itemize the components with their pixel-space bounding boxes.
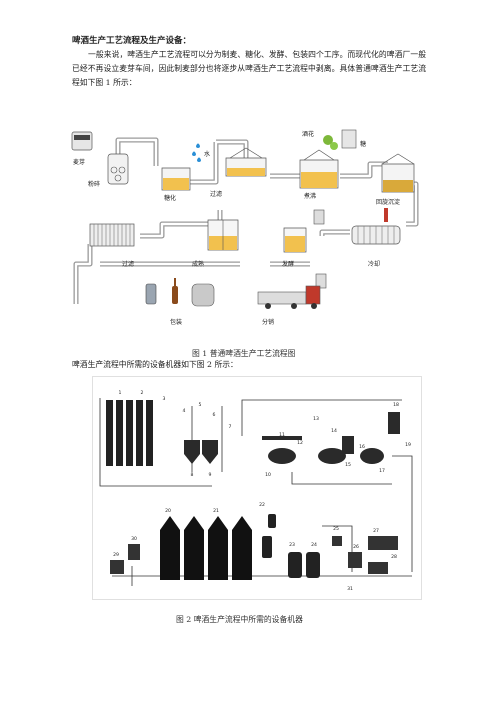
svg-text:3: 3 (163, 396, 166, 402)
label-lauter: 过滤 (210, 190, 222, 198)
svg-text:6: 6 (213, 412, 216, 418)
svg-text:12: 12 (297, 440, 303, 446)
svg-text:1: 1 (119, 390, 122, 396)
sugar-bag-icon (341, 129, 357, 149)
svg-text:5: 5 (199, 402, 202, 408)
svg-text:13: 13 (313, 416, 319, 422)
svg-text:25: 25 (333, 526, 339, 532)
svg-text:29: 29 (113, 552, 119, 558)
label-filter: 过滤 (122, 260, 134, 268)
svg-text:27: 27 (373, 528, 379, 534)
svg-text:11: 11 (279, 432, 285, 438)
svg-text:4: 4 (183, 408, 186, 414)
svg-text:21: 21 (213, 508, 219, 514)
packaging-line (110, 536, 398, 574)
yeast-container-icon (313, 209, 325, 225)
equipment-schematic: 1 2 3 4 5 6 7 8 9 10 11 12 13 14 15 16 1… (92, 376, 422, 600)
figure-1-caption: 图 1 普通啤酒生产工艺流程图 (192, 349, 296, 358)
filter-press-icon (89, 223, 135, 247)
svg-text:20: 20 (165, 508, 171, 514)
co2-container-icon (315, 273, 327, 289)
section-heading: 啤酒生产工艺流程及生产设备： (72, 36, 192, 46)
process-flow-diagram: 麦芽 粉碎 水 糖化 过滤 煮沸 酒花 糖 回 (71, 129, 419, 326)
svg-text:31: 31 (347, 586, 353, 592)
figure-1-process-flow: 麦芽 粉碎 水 糖化 过滤 煮沸 酒花 糖 回 (70, 124, 422, 336)
can-icon (145, 283, 157, 305)
label-hops: 酒花 (302, 130, 314, 138)
bright-beer-tanks (262, 514, 320, 578)
label-cool: 冷却 (368, 260, 380, 268)
svg-text:16: 16 (359, 444, 365, 450)
fermentation-silos (160, 516, 252, 580)
label-water: 水 (204, 150, 210, 158)
silos-row-1 (106, 400, 153, 466)
svg-text:18: 18 (393, 402, 399, 408)
label-crush: 粉碎 (88, 180, 100, 188)
malt-bag-icon (71, 131, 93, 151)
label-distribute: 分销 (262, 318, 274, 326)
figure-2-equipment: 1 2 3 4 5 6 7 8 9 10 11 12 13 14 15 16 1… (92, 376, 422, 600)
svg-text:7: 7 (229, 424, 232, 430)
thermometer-icon (384, 208, 388, 222)
intro-paragraph: 一般来说，啤酒生产工艺流程可以分为制麦、糖化、发酵、包装四个工序。而现代化的啤酒… (72, 50, 426, 87)
label-sugar: 糖 (360, 140, 366, 148)
water-drop-icon (196, 143, 200, 148)
svg-text:10: 10 (265, 472, 271, 478)
crusher-icon (107, 153, 129, 185)
svg-text:30: 30 (131, 536, 137, 542)
label-mature: 成熟 (192, 260, 204, 268)
svg-text:17: 17 (379, 468, 385, 474)
brewhouse-vessels (184, 412, 400, 464)
label-ferment: 发酵 (282, 260, 294, 268)
label-malt: 麦芽 (73, 158, 85, 166)
svg-text:24: 24 (311, 542, 317, 548)
label-package: 包装 (170, 318, 182, 326)
keg-icon (191, 283, 215, 307)
svg-text:19: 19 (405, 442, 411, 448)
svg-text:23: 23 (289, 542, 295, 548)
figure-2-intro: 啤酒生产流程中所需的设备机器如下图 2 所示： (72, 360, 238, 369)
figure-2-caption: 图 2 啤酒生产流程中所需的设备机器 (176, 615, 303, 624)
bottle-icon (172, 286, 178, 304)
svg-text:2: 2 (141, 390, 144, 396)
truck-icon (257, 291, 307, 305)
svg-text:14: 14 (331, 428, 337, 434)
svg-text:8: 8 (191, 472, 194, 478)
svg-text:9: 9 (209, 472, 212, 478)
label-boil: 煮沸 (304, 192, 316, 200)
svg-text:22: 22 (259, 502, 265, 508)
svg-text:15: 15 (345, 462, 351, 468)
svg-text:28: 28 (391, 554, 397, 560)
label-mash: 糖化 (164, 194, 176, 202)
svg-text:26: 26 (353, 544, 359, 550)
equipment-numbers: 1 2 3 4 5 6 7 8 9 10 11 12 13 14 15 16 1… (113, 390, 411, 592)
hops-icon (323, 135, 333, 145)
label-whirlpool: 回旋沉淀 (376, 198, 400, 206)
